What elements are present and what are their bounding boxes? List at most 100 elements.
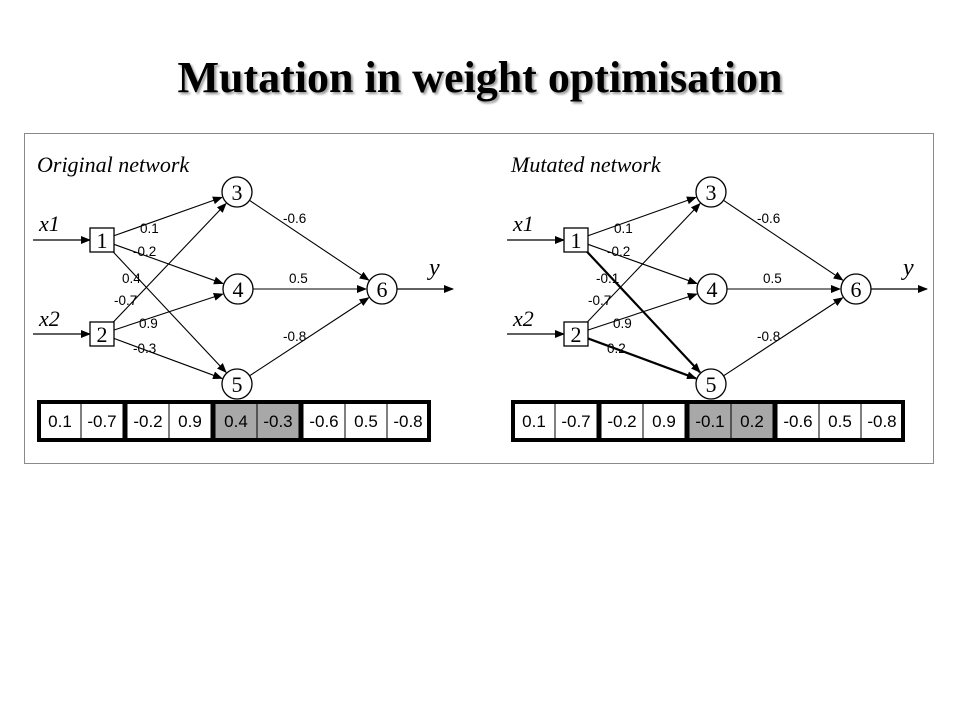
link-w36 — [249, 199, 370, 281]
slide-title: Mutation in weight optimisation — [177, 53, 783, 102]
input-label-x2: x2 — [38, 306, 60, 331]
gene-cell — [512, 401, 556, 441]
neuron-circle — [840, 273, 872, 305]
gene-cell — [80, 401, 124, 441]
gene-value: -0.8 — [867, 412, 896, 431]
gene-cell — [554, 401, 598, 441]
weight-label-w25: -0.3 — [133, 341, 156, 356]
network-mutated: Mutated network x1 x2 y 1 2 3 4 5 6 0.1 -0.2 -0.1 -0.… — [507, 152, 928, 442]
gene-value: 0.2 — [740, 412, 764, 431]
gene-value: -0.3 — [263, 412, 292, 431]
output-label-y: y — [427, 255, 440, 281]
diagram-panel: Original network x1 x2 y 1 2 3 4 5 6 0.1 -0.2 0.4 -0.… — [24, 133, 934, 464]
gene-value: -0.8 — [393, 412, 422, 431]
gene-value: -0.2 — [133, 412, 162, 431]
network-original: Original networkx1x2y1234560.1-0.20.4-0.… — [33, 152, 454, 442]
link-w24 — [587, 293, 698, 331]
link-w56 — [249, 297, 370, 377]
gene-value: 0.5 — [354, 412, 378, 431]
chromosome: 0.1 -0.7 -0.2 0.9 0.4 -0.3 -0.6 0.5 -0.8 — [37, 400, 431, 442]
gene-value: 0.9 — [178, 412, 202, 431]
link-w15 — [583, 248, 701, 374]
chromosome-border — [511, 400, 905, 442]
gene-cell — [642, 401, 686, 441]
weight-label-w23: -0.7 — [114, 293, 137, 308]
node-label: 6 — [851, 277, 862, 302]
output-label-y: y — [901, 255, 914, 281]
input-node-box — [89, 227, 115, 253]
input-label-x1: x1 — [512, 211, 534, 236]
node-label: 2 — [571, 322, 582, 347]
link-w24 — [113, 293, 224, 331]
gene-value: 0.9 — [652, 412, 676, 431]
link-w15 — [109, 248, 227, 374]
node-label: 1 — [97, 228, 108, 253]
gene-group-separator — [123, 402, 127, 440]
network-caption: Mutated network — [510, 152, 662, 177]
input-label-x1: x1 — [38, 211, 60, 236]
weight-label-w24: 0.9 — [613, 316, 632, 331]
node-label: 3 — [232, 180, 243, 205]
link-w36 — [723, 199, 844, 281]
gene-value: 0.5 — [828, 412, 852, 431]
node-label: 2 — [97, 322, 108, 347]
weight-label-w56: -0.8 — [283, 329, 306, 344]
gene-value: -0.1 — [695, 412, 724, 431]
link-w23 — [109, 202, 227, 326]
gene-value: -0.2 — [607, 412, 636, 431]
gene-group-separator — [597, 402, 601, 440]
gene-value: -0.7 — [561, 412, 590, 431]
gene-cell — [214, 401, 258, 441]
weight-label-w14: -0.2 — [133, 244, 156, 259]
input-node-box — [563, 227, 589, 253]
chromosome: 0.1 -0.7 -0.2 0.9 -0.1 0.2 -0.6 0.5 -0.8 — [511, 400, 905, 442]
weight-label-w36: -0.6 — [757, 211, 780, 226]
link-w25 — [113, 337, 223, 380]
node-label: 4 — [707, 277, 718, 302]
gene-cell — [344, 401, 388, 441]
gene-cell — [386, 401, 430, 441]
neuron-circle — [222, 273, 254, 305]
gene-cell — [688, 401, 732, 441]
neuron-circle — [695, 368, 727, 400]
node-label: 1 — [571, 228, 582, 253]
gene-cell — [776, 401, 820, 441]
gene-value: -0.6 — [783, 412, 812, 431]
chromosome-border — [37, 400, 431, 442]
gene-group-separator — [685, 402, 689, 440]
neuron-circle — [366, 273, 398, 305]
gene-cell — [818, 401, 862, 441]
weight-label-w25: 0.2 — [607, 341, 626, 356]
link-w25 — [586, 337, 697, 380]
network-diagrams: Original network x1 x2 y 1 2 3 4 5 6 0.1 -0.2 0.4 -0.… — [33, 152, 928, 442]
gene-value: 0.4 — [224, 412, 248, 431]
gene-cell — [126, 401, 170, 441]
input-label-x2: x2 — [512, 306, 534, 331]
weight-label-w46: 0.5 — [289, 271, 308, 286]
weight-label-w15: -0.1 — [596, 271, 619, 286]
neuron-circle — [221, 176, 253, 208]
network-caption: Original network — [37, 152, 190, 177]
weight-label-w46: 0.5 — [763, 271, 782, 286]
weight-label-w23: -0.7 — [588, 293, 611, 308]
gene-cell — [38, 401, 82, 441]
weight-label-w14: -0.2 — [607, 244, 630, 259]
weight-label-w15: 0.4 — [122, 271, 141, 286]
input-node-box — [563, 321, 589, 347]
gene-value: -0.7 — [87, 412, 116, 431]
weight-label-w24: 0.9 — [139, 316, 158, 331]
gene-group-separator — [211, 402, 215, 440]
input-node-box — [89, 321, 115, 347]
gene-value: 0.1 — [48, 412, 72, 431]
gene-value: 0.1 — [522, 412, 546, 431]
neuron-circle — [696, 273, 728, 305]
node-label: 4 — [233, 277, 244, 302]
link-w13 — [587, 196, 697, 237]
weight-label-w56: -0.8 — [757, 329, 780, 344]
weight-label-w36: -0.6 — [283, 211, 306, 226]
gene-cell — [730, 401, 774, 441]
node-label: 3 — [706, 180, 717, 205]
neuron-circle — [695, 176, 727, 208]
node-label: 5 — [706, 372, 717, 397]
gene-value: -0.6 — [309, 412, 338, 431]
